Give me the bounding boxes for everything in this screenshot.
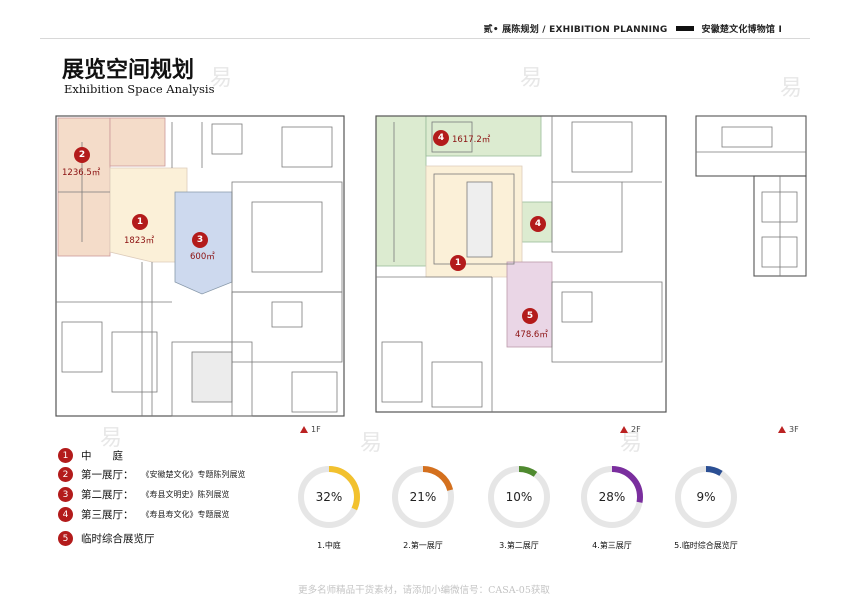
legend-name: 第二展厅：: [81, 489, 134, 501]
zone-marker: 3: [192, 232, 208, 248]
footer-note: 更多名师精品干货素材，请添加小编微信号：CASA-05获取: [298, 585, 550, 596]
header-divider-bar: [675, 26, 694, 31]
donut-percent: 10%: [505, 490, 533, 504]
legend-name: 中 庭: [81, 450, 123, 462]
floor-plan-2f-drawing: [375, 115, 667, 413]
watermark: 易: [100, 426, 123, 451]
donut-label: 4.第三展厅: [592, 541, 632, 550]
zone-area: 1823㎡: [124, 236, 155, 246]
floor-plan-1f-drawing: [55, 115, 345, 417]
floor-label-2f: 2F: [620, 425, 641, 434]
donut-arc: [581, 466, 643, 528]
donut-chart: 10%: [486, 464, 552, 530]
zone-marker: 4: [433, 130, 449, 146]
floor-plan-3f-drawing: [695, 115, 807, 277]
legend-number: 5: [58, 531, 73, 546]
donut-label: 1.中庭: [317, 541, 341, 550]
legend-number: 4: [58, 507, 73, 522]
legend-item: 3 第二展厅： 《寿县文明史》陈列展览: [58, 487, 230, 502]
zone-marker: 2: [74, 147, 90, 163]
donut-label: 3.第二展厅: [499, 541, 539, 550]
legend-number: 2: [58, 467, 73, 482]
legend-desc: 《寿县文明史》陈列展览: [141, 490, 230, 499]
legend-item: 4 第三展厅： 《寿县寿文化》专题展览: [58, 507, 230, 522]
legend-name: 临时综合展览厅: [81, 533, 155, 545]
donut-label: 5.临时综合展览厅: [674, 541, 738, 550]
legend-desc: 《安徽楚文化》专题陈列展览: [141, 470, 246, 479]
page-title: 展览空间规划: [62, 57, 195, 83]
legend-desc: 《寿县寿文化》专题展览: [141, 510, 230, 519]
donut-arc: [488, 466, 550, 528]
floor-label-1f: 1F: [300, 425, 321, 434]
header-rule: [40, 38, 810, 39]
zone-marker: 1: [132, 214, 148, 230]
triangle-icon: [620, 426, 628, 433]
watermark: 易: [360, 431, 383, 456]
floor-label-text: 2F: [631, 425, 641, 434]
watermark: 易: [780, 76, 803, 101]
page-subtitle: Exhibition Space Analysis: [64, 82, 215, 96]
header-bar: 贰• 展陈规划 / EXHIBITION PLANNING 安徽楚文化博物馆 I: [484, 22, 782, 35]
floor-label-text: 1F: [311, 425, 321, 434]
floor-plan-2f: 2F: [372, 112, 672, 434]
legend-name: 第一展厅：: [81, 469, 134, 481]
legend-number: 3: [58, 487, 73, 502]
zone-marker: 4: [530, 216, 546, 232]
donut-arc: [675, 466, 737, 528]
floor-label-text: 3F: [789, 425, 799, 434]
donut-percent: 28%: [598, 490, 626, 504]
zone-area: 1617.2㎡: [452, 135, 491, 145]
donut-label: 2.第一展厅: [403, 541, 443, 550]
donut-chart: 28%: [579, 464, 645, 530]
section-title: 贰• 展陈规划 / EXHIBITION PLANNING: [483, 25, 668, 35]
legend-item: 5 临时综合展览厅: [58, 531, 155, 546]
triangle-icon: [778, 426, 786, 433]
floor-plan-1f: 1F: [52, 112, 352, 434]
donut-percent: 9%: [696, 490, 716, 504]
floor-plan-3f: 3F: [692, 112, 812, 434]
legend-item: 2 第一展厅： 《安徽楚文化》专题陈列展览: [58, 467, 246, 482]
donut-arc: [298, 466, 360, 528]
legend-number: 1: [58, 448, 73, 463]
donut-chart: 21%: [390, 464, 456, 530]
donut-percent: 21%: [409, 490, 437, 504]
watermark: 易: [620, 431, 643, 456]
zone-marker: 5: [522, 308, 538, 324]
project-name: 安徽楚文化博物馆 I: [701, 25, 782, 35]
donut-chart: 9%: [673, 464, 739, 530]
zone-marker: 1: [450, 255, 466, 271]
watermark: 易: [520, 66, 543, 91]
zone-area: 600㎡: [190, 252, 215, 262]
floor-label-3f: 3F: [778, 425, 799, 434]
legend-item: 1 中 庭: [58, 448, 123, 463]
donut-arc: [392, 466, 454, 528]
zone-area: 478.6㎡: [515, 330, 548, 340]
zone-area: 1236.5㎡: [62, 168, 101, 178]
donut-percent: 32%: [315, 490, 343, 504]
legend-name: 第三展厅：: [81, 509, 134, 521]
triangle-icon: [300, 426, 308, 433]
donut-chart: 32%: [296, 464, 362, 530]
watermark: 易: [210, 66, 233, 91]
